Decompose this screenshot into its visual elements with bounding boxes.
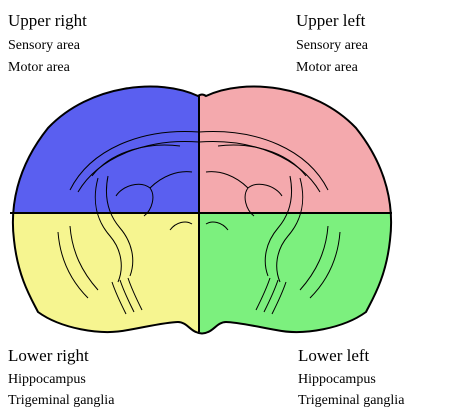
upper-left-region xyxy=(199,60,451,213)
upper-right-region xyxy=(0,60,199,213)
lower-right-region xyxy=(0,213,199,363)
lower-left-region xyxy=(199,213,451,363)
